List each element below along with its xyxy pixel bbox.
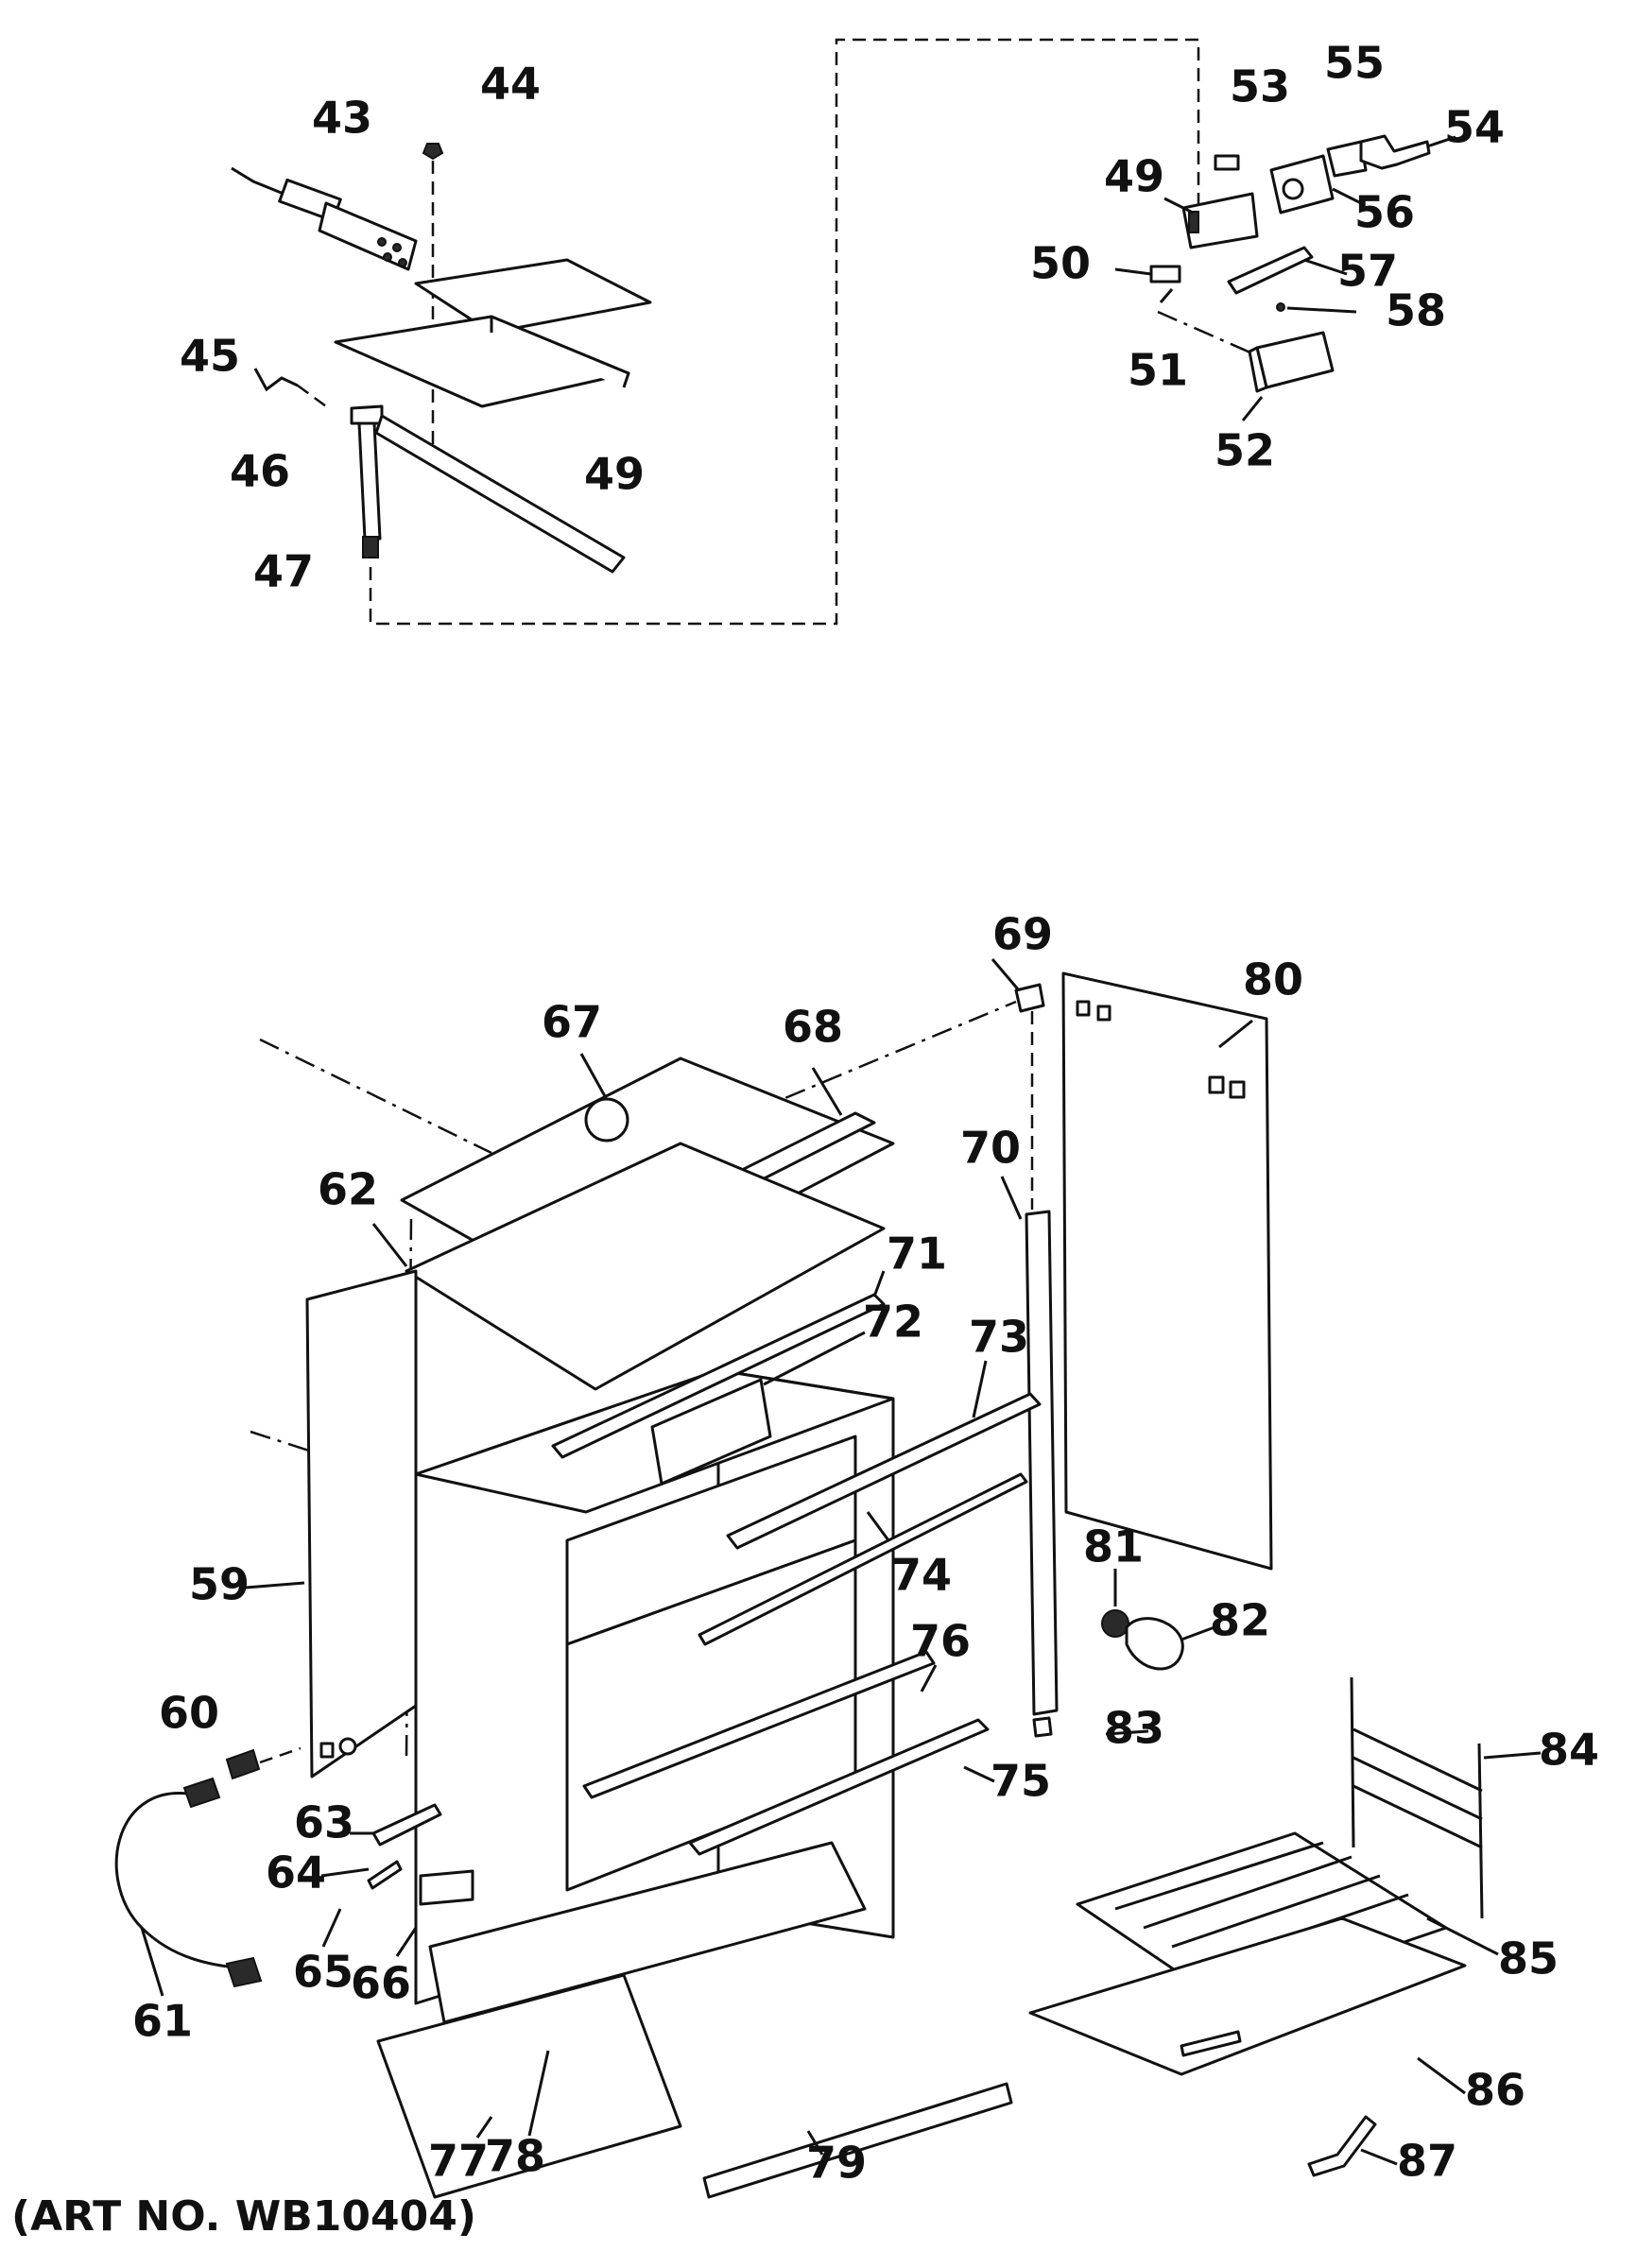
part-63-sensor — [371, 1803, 442, 1847]
callout-61: 61 — [132, 1996, 193, 2047]
callout-77: 77 — [428, 2136, 489, 2187]
part-78-bottom-panel — [428, 1841, 867, 2024]
callout-75: 75 — [991, 1756, 1051, 1807]
part-49-broiler-shield — [334, 258, 652, 408]
part-56-valve — [1269, 154, 1362, 215]
part-44-screw — [422, 143, 444, 444]
part-83-clip — [1032, 1716, 1053, 1738]
callout-85: 85 — [1498, 1933, 1559, 1984]
callout-43: 43 — [312, 93, 372, 144]
part-69-bracket — [1014, 983, 1045, 1210]
callout-63: 63 — [294, 1797, 354, 1848]
callout-62: 62 — [318, 1164, 378, 1215]
part-59-side-panel — [245, 1269, 418, 1778]
oven-cavity — [414, 1368, 895, 2005]
part-73-trim — [726, 1392, 1042, 1550]
callout-47: 47 — [253, 546, 314, 597]
art-number: (ART NO. WB10404) — [11, 2192, 476, 2241]
callout-86: 86 — [1465, 2065, 1525, 2116]
callout-46: 46 — [230, 446, 290, 497]
callout-52: 52 — [1215, 425, 1275, 476]
part-70-door-rail — [1000, 1176, 1059, 1716]
callout-55: 55 — [1324, 38, 1385, 89]
callout-84: 84 — [1539, 1725, 1599, 1776]
part-43-igniter — [231, 166, 418, 271]
part-81-lamp-socket — [1101, 1609, 1129, 1638]
part-75-strip — [688, 1718, 990, 1856]
part-57-bracket — [1227, 246, 1348, 295]
part-49-valve-bracket — [1163, 192, 1259, 249]
callout-81: 81 — [1083, 1521, 1144, 1572]
part-65-probe — [367, 1860, 403, 1890]
part-71-strip — [551, 1293, 886, 1459]
callout-49-upper-right: 49 — [1104, 151, 1164, 202]
callout-71: 71 — [887, 1228, 947, 1280]
part-52-cover — [1241, 331, 1335, 421]
callout-69: 69 — [992, 909, 1053, 960]
part-72-vent — [650, 1378, 772, 1486]
part-60-plug — [225, 1746, 302, 1780]
part-76-strip — [582, 1650, 936, 1799]
callout-45: 45 — [180, 331, 240, 382]
callout-50: 50 — [1030, 238, 1091, 289]
part-66-connector — [419, 1869, 474, 1906]
callout-78: 78 — [485, 2131, 545, 2182]
part-82-light-bulb — [1125, 1617, 1215, 1671]
part-55-regulator — [1326, 140, 1368, 178]
part-74-strip — [698, 1472, 1028, 1646]
callout-67: 67 — [542, 997, 602, 1048]
callout-80: 80 — [1243, 954, 1303, 1005]
callout-59: 59 — [189, 1559, 250, 1610]
callout-56: 56 — [1354, 187, 1415, 238]
part-80-back-panel — [1061, 971, 1273, 1571]
part-54-bracket — [1359, 134, 1456, 170]
part-51-pin — [1157, 288, 1277, 366]
part-87-hinge — [1307, 2115, 1377, 2177]
part-79-kick-plate — [702, 2082, 1013, 2199]
upper-assembly — [231, 38, 1456, 626]
part-50-clamp — [1114, 265, 1181, 284]
part-84-rack-support — [1350, 1676, 1484, 1919]
callout-66: 66 — [351, 1958, 411, 2009]
callout-74: 74 — [891, 1550, 952, 1601]
callout-65: 65 — [293, 1947, 353, 1998]
callout-70: 70 — [960, 1123, 1021, 1174]
callout-87: 87 — [1397, 2136, 1457, 2187]
callout-64: 64 — [266, 1847, 326, 1899]
callout-60: 60 — [159, 1688, 219, 1739]
part-46-broil-burner — [350, 404, 626, 574]
callout-labels: 43 44 45 46 47 49 49 50 51 52 53 54 55 5… — [132, 38, 1599, 2189]
callout-76: 76 — [910, 1616, 971, 1667]
callout-54: 54 — [1444, 102, 1505, 153]
callout-49-upper-left: 49 — [584, 449, 645, 500]
part-86-oven-bottom — [1028, 1916, 1467, 2076]
part-61-power-cord — [114, 1777, 263, 1988]
part-77-bottom-tray — [376, 1973, 682, 2199]
callout-72: 72 — [863, 1297, 923, 1348]
callout-58: 58 — [1386, 285, 1446, 336]
callout-82: 82 — [1210, 1595, 1270, 1646]
callout-51: 51 — [1128, 345, 1188, 396]
part-58-screw — [1276, 302, 1357, 314]
lower-assembly — [114, 971, 1484, 2199]
callout-57: 57 — [1337, 246, 1398, 297]
callout-53: 53 — [1230, 61, 1290, 112]
connection-line — [369, 38, 1200, 626]
callout-73: 73 — [969, 1312, 1029, 1363]
part-53-clip — [1214, 154, 1240, 171]
callout-68: 68 — [783, 1002, 843, 1053]
part-45-clip — [253, 368, 327, 408]
part-62-inner-top — [371, 1142, 886, 1391]
lower-leaders — [140, 958, 1542, 2166]
callout-44: 44 — [480, 59, 541, 110]
callout-83: 83 — [1104, 1703, 1164, 1754]
